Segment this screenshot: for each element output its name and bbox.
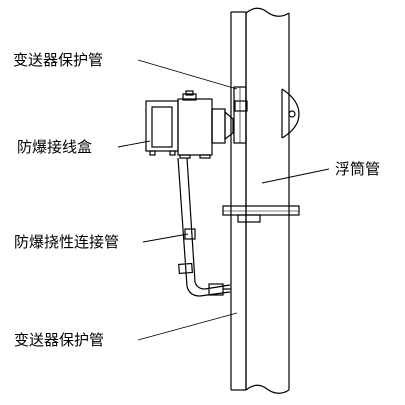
float-tube: [245, 7, 290, 394]
side-flange: [281, 88, 300, 139]
transmitter-connector: [233, 86, 248, 144]
label-transmitter-protection-tube-bottom: 变送器保护管: [14, 331, 105, 349]
label-transmitter-protection-tube-top: 变送器保护管: [13, 51, 104, 69]
transmitter-protection-tube: [230, 11, 247, 391]
leader-lines: [117, 59, 330, 341]
label-explosion-proof-flexible-conduit: 防爆挠性连接管: [14, 233, 120, 251]
flexible-conduit: [177, 157, 231, 297]
label-explosion-proof-junction-box: 防爆接线盒: [17, 138, 93, 156]
label-float-tube: 浮筒管: [335, 160, 381, 178]
junction-box: [145, 90, 234, 159]
middle-flange: [222, 205, 300, 223]
